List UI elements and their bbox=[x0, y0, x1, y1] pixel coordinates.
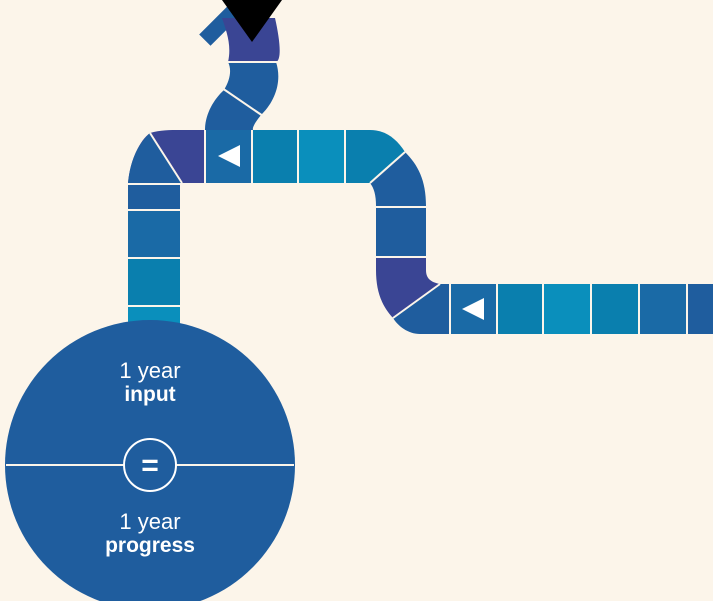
path-tile-right-1 bbox=[376, 208, 426, 256]
circle-top-label: 1 year input bbox=[40, 358, 260, 407]
tile-separators bbox=[128, 61, 688, 334]
path-tile-right-2 bbox=[376, 258, 440, 318]
path-tile-upper-3 bbox=[299, 130, 344, 183]
path-tile-lower-3 bbox=[544, 284, 590, 334]
top-duration: 1 year bbox=[119, 358, 181, 383]
path-tile-left-1 bbox=[128, 185, 180, 209]
path-tile-lower-2 bbox=[498, 284, 542, 334]
path-tile-top-2 bbox=[224, 62, 279, 114]
path-corner-lower-right bbox=[393, 284, 450, 334]
path-tile-top-3 bbox=[205, 90, 262, 130]
path-tile-lower-5 bbox=[640, 284, 686, 334]
bottom-duration: 1 year bbox=[119, 509, 181, 534]
path-corner-upper-right bbox=[370, 152, 426, 206]
path-tile-left-2 bbox=[128, 211, 180, 257]
path-corner-upper-left-b bbox=[128, 133, 182, 183]
left-triangle-icon bbox=[462, 298, 484, 320]
top-concept: input bbox=[124, 383, 176, 407]
equals-icon: = bbox=[141, 449, 159, 482]
equals-badge bbox=[123, 438, 177, 492]
circle-bottom-label: 1 year progress bbox=[40, 509, 260, 558]
stray-tile bbox=[199, 6, 239, 46]
down-arrow-icon bbox=[222, 0, 282, 42]
path-tile-lower-6 bbox=[688, 284, 713, 334]
left-triangle-icon bbox=[218, 145, 240, 167]
path-tile-lower-4 bbox=[592, 284, 638, 334]
path-tile-left-3 bbox=[128, 259, 180, 305]
bottom-concept: progress bbox=[105, 534, 195, 558]
path-tile-upper-2 bbox=[253, 130, 297, 183]
path-tile-upper-4 bbox=[346, 130, 405, 183]
